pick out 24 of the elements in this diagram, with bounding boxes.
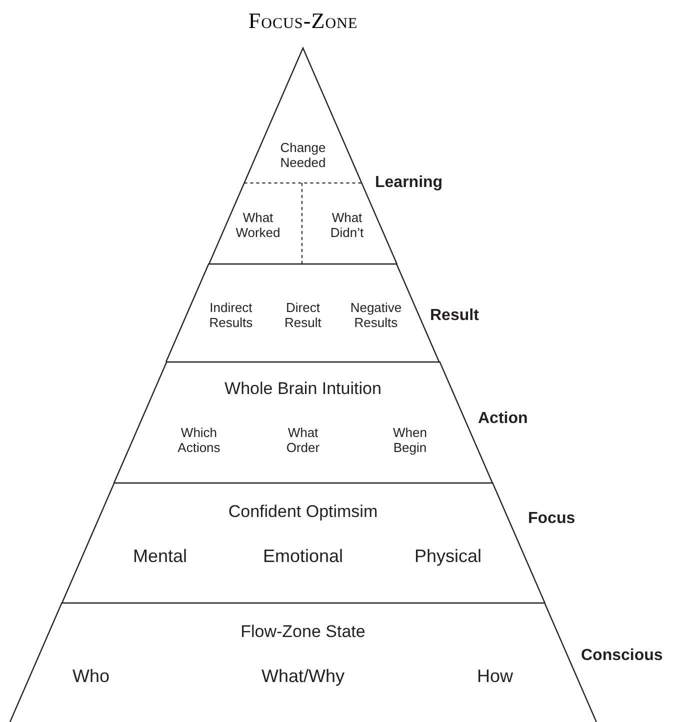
tier-side-label: Conscious (581, 647, 663, 665)
cell-label: Change Needed (279, 140, 327, 170)
tier-side-label: Result (430, 307, 479, 325)
cell-label: How (476, 666, 514, 686)
cell-label: Negative Results (349, 300, 403, 330)
cell-label: What/Why (260, 666, 346, 686)
tier-heading: Confident Optimsim (227, 502, 379, 522)
tier-heading: Whole Brain Intuition (224, 379, 382, 399)
cell-label: Direct Result (284, 300, 322, 330)
cell-label: Physical (413, 546, 482, 566)
cell-label: When Begin (392, 425, 428, 455)
cell-label: Indirect Results (208, 300, 254, 330)
tier-side-label: Focus (528, 510, 576, 528)
cell-label: What Worked (234, 210, 282, 240)
diagram-title: Focus-Zone (247, 8, 359, 34)
tier-side-label: Learning (375, 174, 443, 192)
cell-label: What Didn’t (329, 210, 365, 240)
cell-label: Mental (132, 546, 188, 566)
cell-label: Who (71, 666, 110, 686)
cell-label: Emotional (262, 546, 344, 566)
tier-heading: Flow-Zone State (240, 622, 366, 642)
cell-label: What Order (285, 425, 321, 455)
cell-label: Which Actions (176, 425, 222, 455)
tier-side-label: Action (478, 410, 528, 428)
